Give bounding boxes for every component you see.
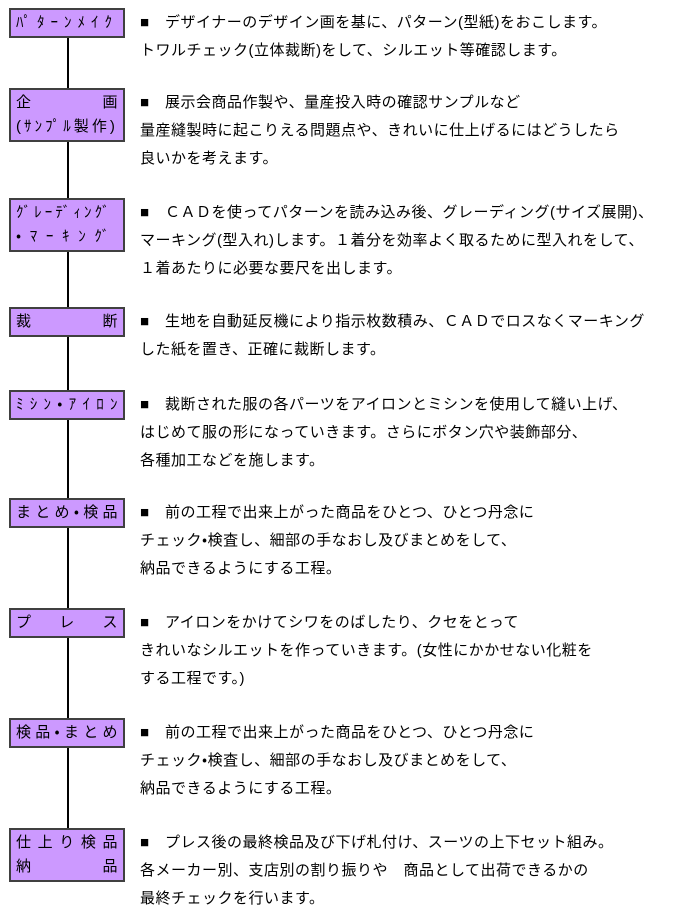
process-description-line: 各種加工などを施します。: [140, 452, 325, 469]
process-step-label: ・ﾏｰｷﾝｸﾞ: [16, 228, 118, 245]
process-section-cutting: 裁断 ■ 生地を自動延反機により指示枚数積み、ＣＡＤでロスなくマーキングした紙を…: [0, 307, 686, 390]
process-step-label: 裁断: [16, 313, 118, 330]
process-description: ■ 前の工程で出来上がった商品をひとつ、ひとつ丹念にチェック・検査し、細部の手な…: [140, 498, 686, 583]
process-description-line: ■ アイロンをかけてシワをのばしたり、クセをとって: [140, 614, 520, 631]
process-step-label: 検品・まとめ: [16, 724, 118, 741]
flow-connector-line: [67, 20, 69, 835]
process-description-line: する工程です。): [140, 670, 245, 687]
process-description-line: ■ ＣＡＤを使ってパターンを読み込み後、グレーディング(サイズ展開)、: [140, 204, 654, 221]
process-section-planning-sample: 企画 (ｻﾝﾌﾟﾙ製作) ■ 展示会商品作製や、量産投入時の確認サンプルなど量産縫…: [0, 88, 686, 198]
process-box-column: 検品・まとめ: [0, 718, 140, 748]
process-step-label: プレス: [16, 614, 118, 631]
process-step-label: ｸﾞﾚｰﾃﾞｨﾝｸﾞ: [16, 204, 113, 221]
process-description: ■ 展示会商品作製や、量産投入時の確認サンプルなど量産縫製時に起こりえる問題点や…: [140, 88, 686, 173]
process-description-line: きれいなシルエットを作っていきます。(女性にかかせない化粧を: [140, 642, 593, 659]
process-description: ■ アイロンをかけてシワをのばしたり、クセをとってきれいなシルエットを作っていき…: [140, 608, 686, 693]
process-section-press: プレス ■ アイロンをかけてシワをのばしたり、クセをとってきれいなシルエットを作…: [0, 608, 686, 718]
process-step-label: まとめ・検品: [16, 504, 118, 521]
process-section-sewing-ironing: ﾐｼﾝ・ｱｲﾛﾝ ■ 裁断された服の各パーツをアイロンとミシンを使用して縫い上げ…: [0, 390, 686, 498]
process-step-label: 企画: [16, 94, 118, 111]
process-step-box-finishing-inspection: まとめ・検品: [9, 498, 125, 528]
process-step-box-final-inspection-delivery: 仕上り検品納品: [9, 828, 125, 882]
process-section-finishing-inspection: まとめ・検品 ■ 前の工程で出来上がった商品をひとつ、ひとつ丹念にチェック・検査…: [0, 498, 686, 608]
process-description-line: ■ 前の工程で出来上がった商品をひとつ、ひとつ丹念に: [140, 724, 535, 741]
process-box-column: プレス: [0, 608, 140, 638]
process-description-line: ■ デザイナーのデザイン画を基に、パターン(型紙)をおこします。: [140, 14, 608, 31]
process-description-line: 納品できるようにする工程。: [140, 780, 342, 797]
process-description-line: ■ 生地を自動延反機により指示枚数積み、ＣＡＤでロスなくマーキング: [140, 313, 645, 330]
process-step-box-planning-sample: 企画 (ｻﾝﾌﾟﾙ製作): [9, 88, 125, 142]
process-box-column: まとめ・検品: [0, 498, 140, 528]
process-description-line: はじめて服の形になっていきます。さらにボタン穴や装飾部分、: [140, 424, 588, 441]
process-step-box-press: プレス: [9, 608, 125, 638]
process-step-label: ﾐｼﾝ・ｱｲﾛﾝ: [16, 396, 118, 413]
process-description: ■ プレス後の最終検品及び下げ札付け、スーツの上下セット組み。各メーカー別、支店…: [140, 828, 686, 913]
process-description-line: チェック・検査し、細部の手なおし及びまとめをして、: [140, 752, 517, 769]
process-step-box-cutting: 裁断: [9, 307, 125, 337]
process-description-line: チェック・検査し、細部の手なおし及びまとめをして、: [140, 532, 517, 549]
process-step-box-pattern-make: ﾊﾟﾀｰﾝﾒｲｸ: [9, 8, 125, 38]
process-step-box-inspection-finishing: 検品・まとめ: [9, 718, 125, 748]
process-description-line: トワルチェック(立体裁断)をして、シルエット等確認します。: [140, 42, 567, 59]
process-step-label: 仕上り検品: [16, 834, 118, 851]
process-description-line: した紙を置き、正確に裁断します。: [140, 341, 386, 358]
process-description-line: 各メーカー別、支店別の割り振りや 商品として出荷できるかの: [140, 862, 589, 879]
process-description: ■ 裁断された服の各パーツをアイロンとミシンを使用して縫い上げ、はじめて服の形に…: [140, 390, 686, 475]
process-section-final-inspection-delivery: 仕上り検品納品 ■ プレス後の最終検品及び下げ札付け、スーツの上下セット組み。各…: [0, 828, 686, 913]
process-box-column: ｸﾞﾚｰﾃﾞｨﾝｸﾞ ・ﾏｰｷﾝｸﾞ: [0, 198, 140, 252]
process-section-grading-marking: ｸﾞﾚｰﾃﾞｨﾝｸﾞ ・ﾏｰｷﾝｸﾞ ■ ＣＡＤを使ってパターンを読み込み後、グレ…: [0, 198, 686, 307]
process-description-line: マーキング(型入れ)します。１着分を効率よく取るために型入れをして、: [140, 232, 644, 249]
process-section-inspection-finishing: 検品・まとめ ■ 前の工程で出来上がった商品をひとつ、ひとつ丹念にチェック・検査…: [0, 718, 686, 828]
process-description-line: ■ 裁断された服の各パーツをアイロンとミシンを使用して縫い上げ、: [140, 396, 628, 413]
process-description-line: 納品できるようにする工程。: [140, 560, 342, 577]
process-box-column: 仕上り検品納品: [0, 828, 140, 882]
process-step-label: ﾊﾟﾀｰﾝﾒｲｸ: [16, 14, 118, 31]
process-description-line: ■ 展示会商品作製や、量産投入時の確認サンプルなど: [140, 94, 521, 111]
process-description-line: １着あたりに必要な要尺を出します。: [140, 260, 403, 277]
process-box-column: ﾊﾟﾀｰﾝﾒｲｸ: [0, 8, 140, 38]
process-step-label: (ｻﾝﾌﾟﾙ製作): [16, 118, 116, 135]
process-description-line: 良いかを考えます。: [140, 150, 279, 167]
process-section-pattern-make: ﾊﾟﾀｰﾝﾒｲｸ ■ デザイナーのデザイン画を基に、パターン(型紙)をおこします…: [0, 8, 686, 88]
process-step-box-sewing-ironing: ﾐｼﾝ・ｱｲﾛﾝ: [9, 390, 125, 420]
process-sections: ﾊﾟﾀｰﾝﾒｲｸ ■ デザイナーのデザイン画を基に、パターン(型紙)をおこします…: [0, 8, 686, 913]
process-description: ■ 生地を自動延反機により指示枚数積み、ＣＡＤでロスなくマーキングした紙を置き、…: [140, 307, 686, 364]
process-description-line: 量産縫製時に起こりえる問題点や、きれいに仕上げるにはどうしたら: [140, 122, 620, 139]
process-description-line: 最終チェックを行います。: [140, 890, 325, 907]
process-box-column: 企画 (ｻﾝﾌﾟﾙ製作): [0, 88, 140, 142]
process-description: ■ 前の工程で出来上がった商品をひとつ、ひとつ丹念にチェック・検査し、細部の手な…: [140, 718, 686, 803]
process-step-label: 納品: [16, 858, 118, 875]
process-description-line: ■ プレス後の最終検品及び下げ札付け、スーツの上下セット組み。: [140, 834, 614, 851]
process-box-column: ﾐｼﾝ・ｱｲﾛﾝ: [0, 390, 140, 420]
process-step-box-grading-marking: ｸﾞﾚｰﾃﾞｨﾝｸﾞ ・ﾏｰｷﾝｸﾞ: [9, 198, 125, 252]
process-description-line: ■ 前の工程で出来上がった商品をひとつ、ひとつ丹念に: [140, 504, 535, 521]
process-description: ■ ＣＡＤを使ってパターンを読み込み後、グレーディング(サイズ展開)、マーキング…: [140, 198, 686, 283]
process-description: ■ デザイナーのデザイン画を基に、パターン(型紙)をおこします。トワルチェック(…: [140, 8, 686, 65]
process-box-column: 裁断: [0, 307, 140, 337]
